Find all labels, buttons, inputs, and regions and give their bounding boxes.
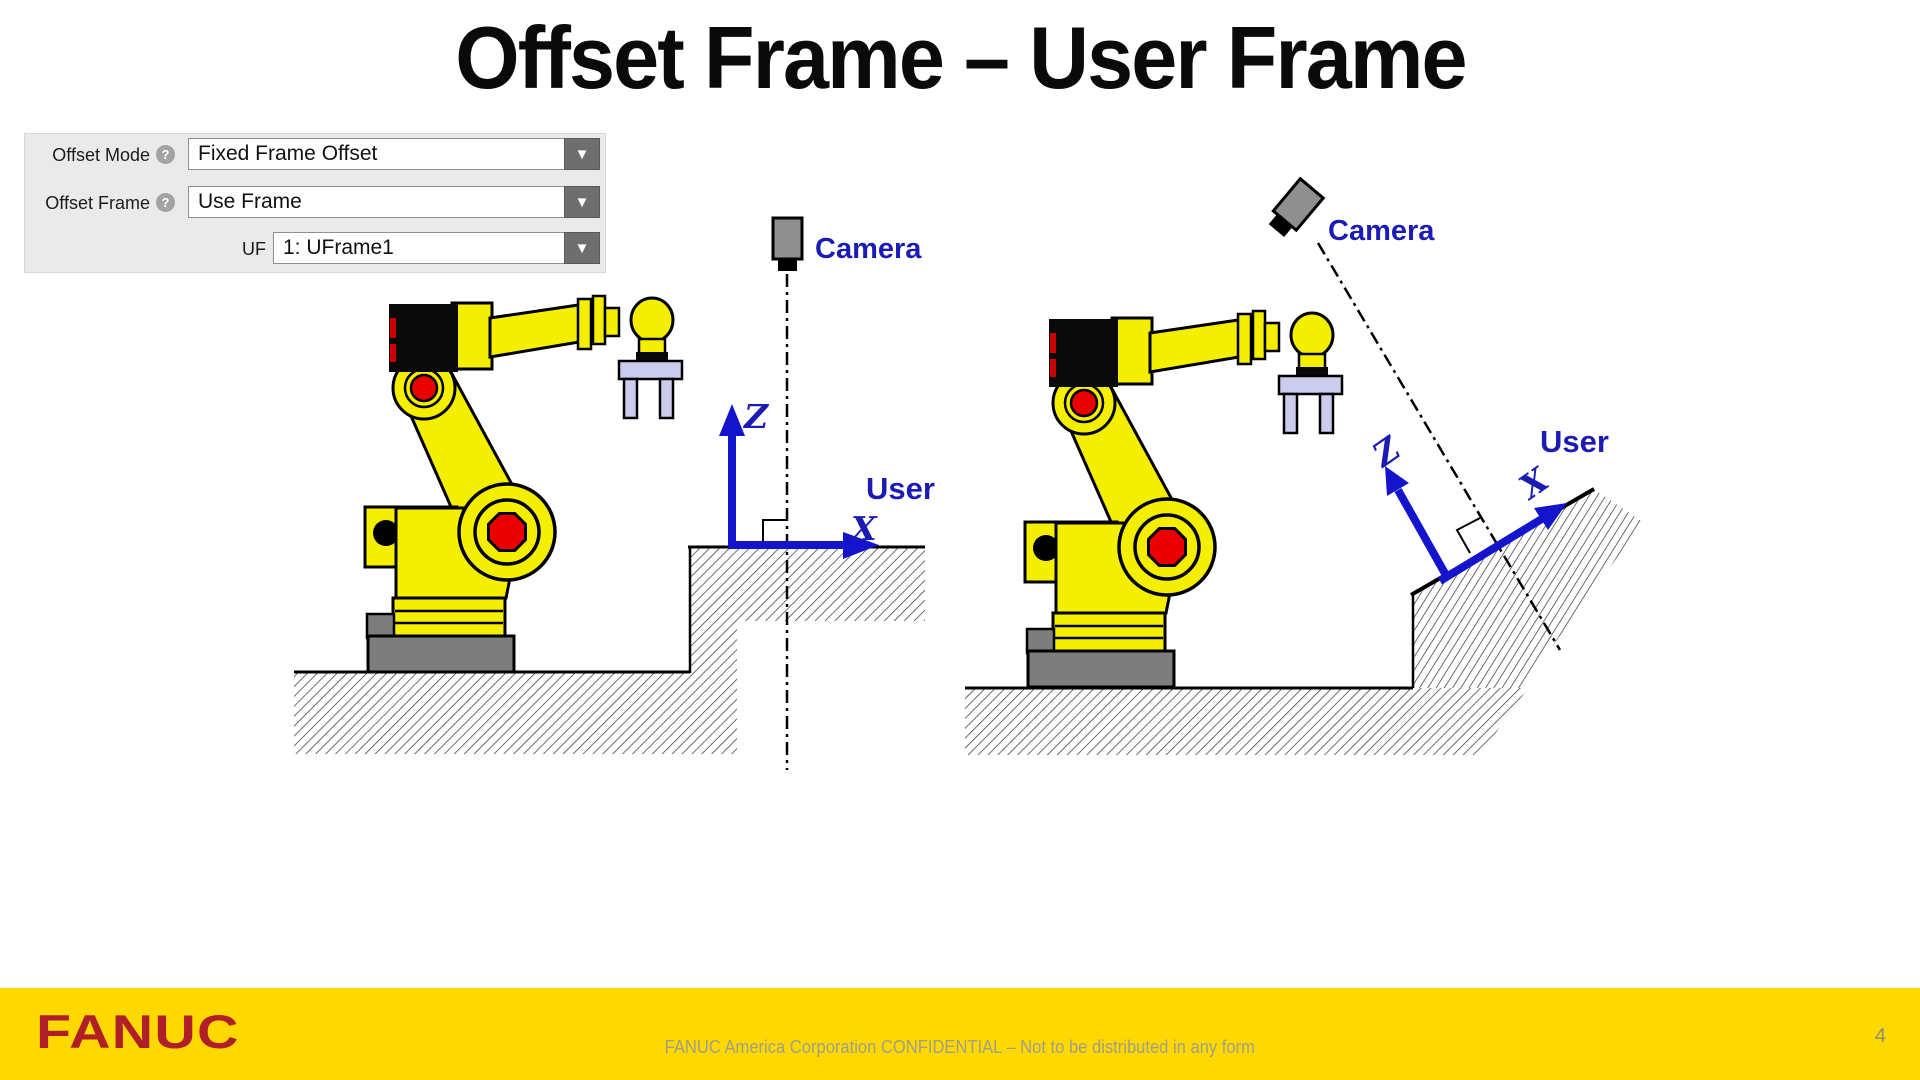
slide-title: Offset Frame – User Frame: [454, 8, 1467, 107]
dropdown-arrow-icon: ▼: [574, 145, 590, 163]
uf-select[interactable]: 1: UFrame1: [273, 232, 565, 264]
ground-hatch: [965, 688, 1528, 755]
camera-label: Camera: [1328, 215, 1435, 247]
offset-mode-select[interactable]: Fixed Frame Offset: [188, 138, 566, 170]
help-icon[interactable]: ?: [156, 193, 175, 213]
right-angle-marker: [1455, 517, 1481, 554]
camera-sight-line: [1316, 242, 1562, 651]
flat-surface-hatch: [294, 547, 925, 754]
z-axis-arrowhead: [1385, 466, 1409, 496]
robot-illustration-right: [1023, 309, 1344, 689]
inclined-surface-hatch: [1413, 488, 1643, 688]
help-icon[interactable]: ?: [156, 145, 175, 165]
offset-frame-row: Offset Frame? Use Frame ▼: [25, 186, 605, 220]
robot-illustration-left: [363, 294, 684, 674]
z-axis-label: Z: [742, 397, 770, 436]
x-axis-label: X: [849, 509, 878, 548]
user-label: User: [1540, 424, 1609, 459]
offset-mode-label: Offset Mode?: [25, 138, 175, 172]
offset-frame-dropdown-button[interactable]: ▼: [564, 186, 600, 218]
left-diagram-flat-user-frame: Camera User Z X: [294, 216, 935, 770]
dropdown-arrow-icon: ▼: [574, 239, 590, 257]
z-axis-label: Z: [1364, 428, 1409, 476]
uf-dropdown-button[interactable]: ▼: [564, 232, 600, 264]
x-axis-arrowhead: [1534, 503, 1567, 530]
offset-frame-label: Offset Frame?: [25, 186, 175, 220]
footer-bar: FANUC FANUC America Corporation CONFIDEN…: [0, 988, 1920, 1080]
dropdown-arrow-icon: ▼: [574, 193, 590, 211]
user-frame-axes: [1385, 466, 1567, 585]
fanuc-logo: FANUC: [36, 1005, 240, 1058]
uf-row: UF 1: UFrame1 ▼: [25, 232, 605, 266]
offset-mode-dropdown-button[interactable]: ▼: [564, 138, 600, 170]
camera-icon: [1268, 176, 1326, 237]
uf-label: UF: [242, 239, 266, 259]
x-axis-label: X: [1511, 459, 1557, 508]
right-angle-marker: [762, 519, 787, 545]
x-axis-arrowhead: [843, 532, 879, 559]
user-frame-axes: [719, 404, 879, 559]
offset-settings-panel: Offset Mode? Fixed Frame Offset ▼ Offset…: [24, 133, 606, 273]
z-axis-arrowhead: [719, 404, 745, 436]
confidential-notice: FANUC America Corporation CONFIDENTIAL –…: [664, 1037, 1256, 1057]
page-number: 4: [1874, 1025, 1886, 1047]
user-label: User: [866, 471, 935, 506]
camera-icon: [771, 216, 804, 271]
right-diagram-inclined-user-frame: Camera User Z X: [965, 176, 1643, 755]
offset-mode-row: Offset Mode? Fixed Frame Offset ▼: [25, 138, 605, 172]
offset-frame-select[interactable]: Use Frame: [188, 186, 566, 218]
camera-label: Camera: [815, 233, 922, 265]
